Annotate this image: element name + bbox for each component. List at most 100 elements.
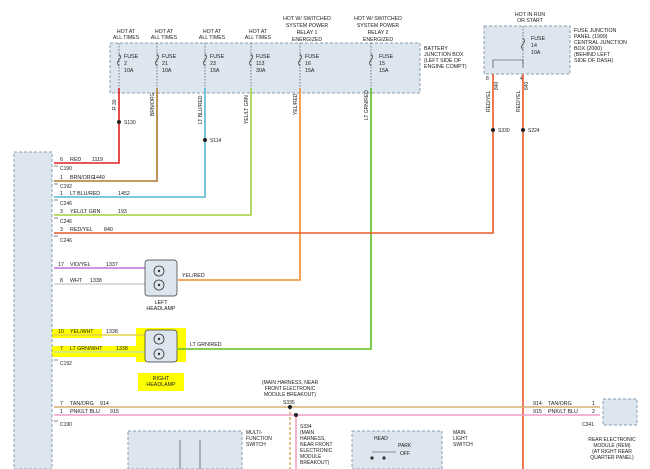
svg-text:MODULE BREAKOUT): MODULE BREAKOUT) xyxy=(264,392,316,398)
multi-function-switch-box xyxy=(127,430,243,469)
panel-header-2: OR START xyxy=(517,18,544,24)
fuse-113-number: 113 xyxy=(256,61,264,67)
panel-fuse-number: 14 xyxy=(531,43,537,49)
fuse-symbols xyxy=(117,53,373,67)
right-headlamp: LT GRN/RED RIGHT HEADLAMP xyxy=(144,329,222,388)
panel-label: FUSE JUNCTION PANEL (1999) CENTRAL JUNCT… xyxy=(574,28,627,64)
fuse-16-label: FUSE xyxy=(305,54,320,60)
svg-text:914: 914 xyxy=(100,401,109,407)
svg-text:LIGHT: LIGHT xyxy=(453,436,468,442)
harness-note-2: S334 (MAIN HARNESS, NEAR FRONT ELECTRONI… xyxy=(300,424,333,466)
svg-text:10: 10 xyxy=(58,329,64,335)
fuse-2-header-2: ALL TIMES xyxy=(113,35,140,41)
svg-text:BOX (2000): BOX (2000) xyxy=(574,46,602,52)
highlight-row-yelwht xyxy=(52,329,102,338)
fuse-23-header-1: HOT AT xyxy=(203,29,222,35)
left-headlamp: YEL/RED LEFT HEADLAMP xyxy=(144,259,205,312)
svg-text:C192: C192 xyxy=(60,184,72,190)
wire-red xyxy=(54,88,120,164)
svg-text:RED/YEL: RED/YEL xyxy=(486,90,492,112)
fuse-23-amp: 15A xyxy=(210,68,220,74)
svg-text:FUNCTION: FUNCTION xyxy=(246,436,272,442)
fuse-16-header-2: SYSTEM POWER xyxy=(286,23,329,29)
fuse-15-header-3: RELAY 2 xyxy=(368,30,389,36)
svg-text:BRN/ORG: BRN/ORG xyxy=(70,175,95,181)
svg-text:840: 840 xyxy=(524,81,530,90)
harness-note-1: (MAIN HARNESS, NEAR FRONT ELECTRONIC MOD… xyxy=(262,380,319,406)
svg-text:HEADLAMP: HEADLAMP xyxy=(146,306,176,312)
svg-text:RED/YEL: RED/YEL xyxy=(516,90,522,112)
fuse-21-number: 21 xyxy=(162,61,168,67)
wire-lt-blu-red xyxy=(54,88,206,198)
svg-text:MODULE (REM): MODULE (REM) xyxy=(593,443,631,449)
fuse-2-number: 2 xyxy=(124,61,127,67)
svg-text:HARNESS,: HARNESS, xyxy=(300,436,326,442)
fuse-15-label: FUSE xyxy=(379,54,394,60)
wire-yel-red xyxy=(178,88,301,281)
svg-text:C246: C246 xyxy=(60,219,72,225)
fuse-21-header-1: HOT AT xyxy=(155,29,174,35)
svg-text:YEL/LT GRN: YEL/LT GRN xyxy=(70,209,101,215)
svg-text:LT BLU/RED: LT BLU/RED xyxy=(70,191,100,197)
svg-text:REAR ELECTRONIC: REAR ELECTRONIC xyxy=(588,437,636,443)
svg-text:R 30: R 30 xyxy=(112,99,118,110)
wire-red-yel-a xyxy=(54,74,494,234)
svg-text:1337: 1337 xyxy=(106,262,118,268)
svg-text:1119: 1119 xyxy=(92,157,103,163)
svg-text:NEAR FRONT: NEAR FRONT xyxy=(300,442,333,448)
svg-text:QUARTER PANEL): QUARTER PANEL) xyxy=(590,455,634,461)
svg-text:JUNCTION BOX: JUNCTION BOX xyxy=(424,52,464,58)
svg-text:BATTERY: BATTERY xyxy=(424,46,448,52)
main-light-switch-positions: HEAD PARK OFF xyxy=(370,436,412,460)
svg-text:YEL/RED: YEL/RED xyxy=(293,93,299,115)
wire-lt-grn-red xyxy=(178,88,372,350)
fuse-113-amp: 30A xyxy=(256,68,266,74)
fuse-15-header-4: ENERGIZED xyxy=(363,37,394,43)
battery-junction-box xyxy=(109,42,421,94)
connector-ticks xyxy=(54,165,58,422)
rear-electronic-module xyxy=(602,398,638,426)
svg-text:RED/YEL: RED/YEL xyxy=(70,227,93,233)
svg-text:YEL/LT GRN: YEL/LT GRN xyxy=(244,95,250,124)
svg-text:PNK/LT BLU: PNK/LT BLU xyxy=(548,409,578,415)
svg-text:3: 3 xyxy=(60,209,63,215)
fuse-23-label: FUSE xyxy=(210,54,225,60)
svg-text:BRN/ORG: BRN/ORG xyxy=(150,93,156,116)
highlight-right-headlamp-label xyxy=(138,373,184,391)
svg-text:1338: 1338 xyxy=(116,346,128,352)
svg-text:TAN/ORG: TAN/ORG xyxy=(548,401,572,407)
svg-text:840: 840 xyxy=(104,227,113,233)
fuse-16-amp: 15A xyxy=(305,68,315,74)
svg-text:(AT RIGHT REAR: (AT RIGHT REAR xyxy=(592,449,632,455)
svg-text:1338: 1338 xyxy=(90,278,102,284)
svg-text:C190: C190 xyxy=(60,166,72,172)
fuse-23-number: 23 xyxy=(210,61,216,67)
svg-text:ELECTRONIC: ELECTRONIC xyxy=(300,448,333,454)
svg-text:C246: C246 xyxy=(60,201,72,207)
svg-text:LEFT: LEFT xyxy=(155,300,169,306)
splice-dots xyxy=(117,120,525,417)
svg-text:TAN/ORG: TAN/ORG xyxy=(70,401,94,407)
splice-s114: S114 xyxy=(210,138,222,144)
fuse-2-amp: 10A xyxy=(124,68,134,74)
svg-text:1: 1 xyxy=(60,175,63,181)
fuse-15-amp: 15A xyxy=(379,68,389,74)
svg-text:C341: C341 xyxy=(582,422,594,428)
svg-text:SIDE OF DASH): SIDE OF DASH) xyxy=(574,58,613,64)
fuse-2-header-1: HOT AT xyxy=(117,29,136,35)
svg-text:914: 914 xyxy=(533,401,542,407)
fuse-16-header-3: RELAY 1 xyxy=(297,30,318,36)
connector-names: C190 C192 C246 C246 C246 C192 C190 C341 xyxy=(60,166,594,428)
svg-text:RIGHT: RIGHT xyxy=(153,376,170,382)
svg-text:17: 17 xyxy=(58,262,64,268)
svg-text:(BEHIND LEFT: (BEHIND LEFT xyxy=(574,52,611,58)
svg-text:915: 915 xyxy=(110,409,119,415)
splice-s330: S330 xyxy=(498,128,510,134)
svg-text:BREAKOUT): BREAKOUT) xyxy=(300,460,330,466)
svg-text:3: 3 xyxy=(60,227,63,233)
pin-a: 8 xyxy=(486,76,489,82)
svg-text:HEAD: HEAD xyxy=(374,436,388,442)
svg-text:C190: C190 xyxy=(60,422,72,428)
panel-fuse-amp: 10A xyxy=(531,50,541,56)
